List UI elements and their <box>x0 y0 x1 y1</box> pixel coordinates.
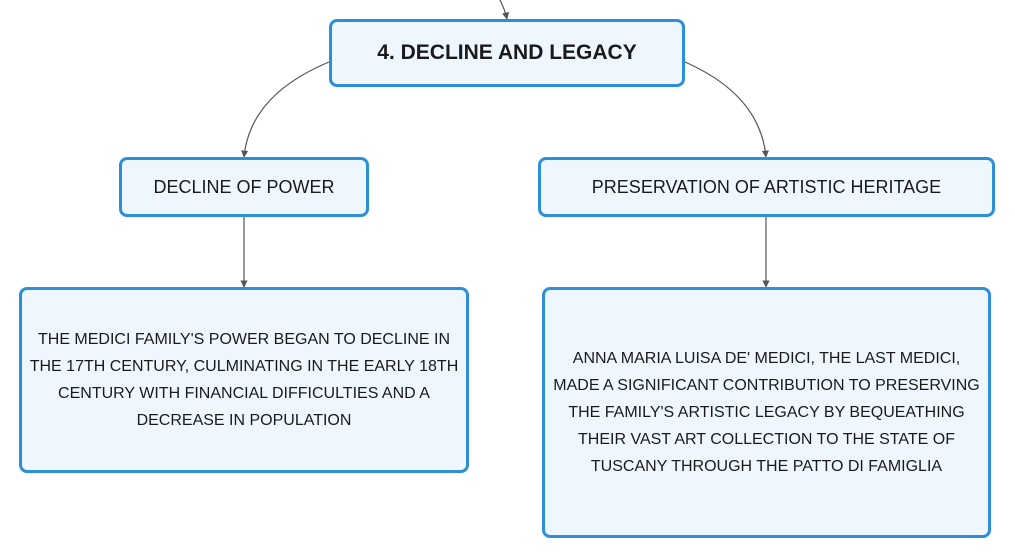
detail-node-preservation-of-artistic-heritage[interactable]: ANNA MARIA LUISA DE' MEDICI, THE LAST ME… <box>542 287 991 538</box>
root-node[interactable]: 4. DECLINE AND LEGACY <box>329 19 685 87</box>
connector-parent-to-root <box>499 0 510 20</box>
topic-node-preservation-of-artistic-heritage[interactable]: PRESERVATION OF ARTISTIC HERITAGE <box>538 157 995 217</box>
topic-node-label: DECLINE OF POWER <box>153 176 335 197</box>
detail-node-decline-of-power[interactable]: THE MEDICI FAMILY'S POWER BEGAN TO DECLI… <box>19 287 469 473</box>
topic-node-decline-of-power[interactable]: DECLINE OF POWER <box>119 157 369 217</box>
root-node-label: 4. DECLINE AND LEGACY <box>377 41 637 64</box>
connector-root-to-decline-of-power <box>241 61 330 158</box>
detail-node-text: ANNA MARIA LUISA DE' MEDICI, THE LAST ME… <box>553 350 980 475</box>
connector-root-to-preservation <box>684 61 769 158</box>
detail-node-text: THE MEDICI FAMILY'S POWER BEGAN TO DECLI… <box>29 331 459 429</box>
topic-node-label: PRESERVATION OF ARTISTIC HERITAGE <box>591 176 942 197</box>
